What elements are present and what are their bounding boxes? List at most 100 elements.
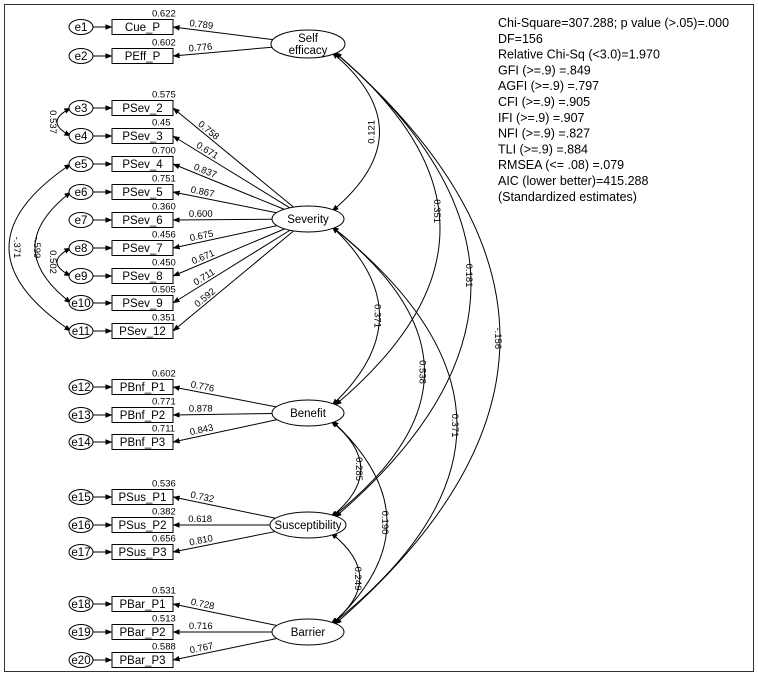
error-ellipse (68, 434, 94, 450)
indicator-label: PBnf_P3 (120, 437, 165, 449)
loading-path (172, 135, 291, 209)
indicator-box (111, 434, 174, 450)
latent-covariance-label: 0.371 (449, 414, 460, 438)
r-squared-label: 0.602 (152, 369, 176, 380)
error-label: e15 (71, 492, 90, 504)
loading-path (172, 637, 277, 662)
latent-ellipse (271, 205, 345, 233)
error-ellipse (68, 128, 94, 144)
fit-statistics: Chi-Square=307.288; p value (>.05)=.000D… (498, 16, 729, 204)
indicator-label: PSus_P2 (119, 520, 167, 532)
r-squared-label: 0.456 (152, 230, 176, 241)
fit-stat-line: RMSEA (<= .08) =.079 (498, 158, 624, 172)
indicator-label: Cue_P (125, 22, 160, 34)
latent-covariance-label: 0.285 (353, 457, 364, 481)
indicator-box (111, 323, 174, 339)
fit-stat-line: (Standardized estimates) (498, 190, 637, 204)
error-covariance-label: -.371 (11, 237, 22, 259)
fit-stat-line: CFI (>=.9) =.905 (498, 95, 590, 109)
r-squared-label: 0.622 (152, 9, 176, 20)
loading-label: 0.767 (189, 641, 215, 657)
error-label: e20 (71, 655, 90, 667)
error-label: e4 (75, 131, 88, 143)
loading-path (172, 46, 273, 59)
error-label: e12 (71, 382, 90, 394)
error-covariance-arc (8, 163, 72, 332)
loading-label: 0.592 (193, 286, 218, 310)
indicator-box (111, 184, 174, 200)
error-ellipse (68, 268, 94, 284)
r-squared-label: 0.536 (152, 479, 176, 490)
loading-path (172, 163, 285, 210)
fit-stat-line: AIC (lower better)=415.288 (498, 174, 648, 188)
error-label: e6 (75, 187, 88, 199)
latent-covariance-label: 0.351 (431, 199, 442, 223)
error-label: e7 (75, 215, 88, 227)
error-ellipse (68, 240, 94, 256)
loading-path (172, 602, 277, 627)
latent-covariance-label: 0.538 (417, 360, 428, 384)
fit-stat-line: AGFI (>=.9) =.797 (498, 79, 599, 93)
indicator-box (111, 268, 174, 284)
error-label: e17 (71, 547, 90, 559)
loading-path (172, 225, 278, 250)
latent-covariance-arc (334, 52, 501, 625)
r-squared-label: 0.575 (152, 90, 176, 101)
loading-path (172, 228, 285, 277)
latent-ellipse (270, 29, 346, 59)
error-covariance-arc (56, 107, 72, 137)
r-squared-label: 0.531 (152, 586, 176, 597)
latent-covariance-label: 0.371 (372, 304, 383, 328)
r-squared-label: 0.588 (152, 642, 176, 653)
latent-covariance-arc (331, 52, 380, 212)
error-label: e18 (71, 599, 90, 611)
error-label: e11 (72, 326, 90, 338)
diagram-border (4, 4, 754, 672)
error-label: e10 (71, 298, 90, 310)
loading-path (172, 217, 273, 223)
fit-stat-line: IFI (>=.9) =.907 (498, 111, 585, 125)
error-ellipse (68, 295, 94, 311)
indicator-label: PBar_P3 (119, 655, 165, 667)
latent-covariance-label: 0.121 (367, 120, 378, 144)
latent-covariance-arc (334, 52, 441, 406)
loading-path (172, 107, 294, 208)
r-squared-label: 0.450 (152, 258, 176, 269)
latent-covariance-arc (334, 52, 472, 518)
r-squared-label: 0.360 (152, 202, 176, 213)
latent-covariance-arc (331, 226, 458, 625)
loading-label: 0.789 (189, 18, 214, 32)
error-ellipse (68, 212, 94, 228)
latent-label: Susceptibility (274, 520, 341, 532)
indicator-box (111, 624, 174, 640)
r-squared-label: 0.700 (152, 146, 176, 157)
loading-label: 0.867 (190, 185, 215, 200)
fit-stat-line: TLI (>=.9) =.884 (498, 142, 588, 156)
loading-label: 0.711 (192, 267, 217, 289)
error-ellipse (68, 544, 94, 560)
latent-ellipse (269, 511, 347, 539)
r-squared-label: 0.711 (152, 424, 175, 435)
indicator-box (111, 100, 174, 116)
latent-covariance-label: 0.249 (352, 567, 363, 591)
indicator-label: PSev_9 (122, 298, 162, 310)
latent-covariance-arc (331, 226, 425, 518)
indicator-box (111, 517, 174, 533)
error-label: e9 (75, 271, 88, 283)
error-ellipse (68, 156, 94, 172)
loading-label: 0.600 (189, 209, 213, 220)
r-squared-label: 0.382 (152, 507, 176, 518)
latent-label: Barrier (291, 627, 326, 639)
latent-label: Severity (287, 214, 329, 226)
loading-label: 0.618 (188, 514, 212, 525)
indicator-label: PSev_2 (122, 103, 162, 115)
indicator-label: PSev_8 (122, 271, 162, 283)
r-squared-label: 0.351 (152, 313, 176, 324)
loading-label: 0.810 (188, 533, 213, 548)
latent-covariance-arc (330, 532, 361, 625)
fit-stat-line: NFI (>=.9) =.827 (498, 127, 590, 141)
loading-path (172, 412, 273, 418)
indicator-label: PSev_12 (119, 326, 166, 338)
